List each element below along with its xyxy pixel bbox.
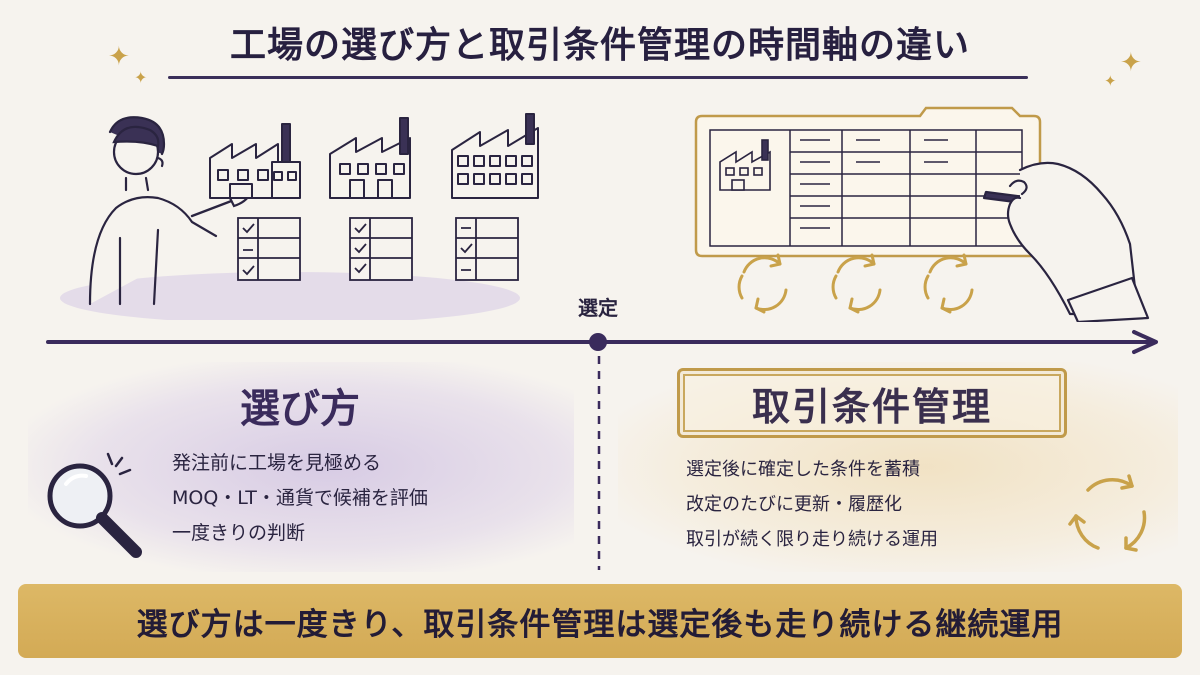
page-title: 工場の選び方と取引条件管理の時間軸の違い: [229, 25, 970, 66]
list-item: 一度きりの判断: [172, 522, 306, 544]
selection-points: 発注前に工場を見極める MOQ・LT・通貨で候補を評価 一度きりの判断: [172, 446, 428, 551]
terms-heading: 取引条件管理: [751, 384, 992, 429]
terms-heading-frame: 取引条件管理: [677, 368, 1067, 438]
spreadsheet-document-icon: [694, 106, 1042, 258]
cycle-arrows-icon: [831, 253, 882, 314]
phase-divider: [597, 356, 601, 570]
factory-icon: [451, 113, 539, 199]
sparkle-icon: ✦: [1120, 48, 1142, 78]
factory-icon: [329, 117, 411, 199]
milestone-label: 選定: [578, 296, 618, 320]
summary-text: 選び方は一度きり、取引条件管理は選定後も走り続ける継続運用: [136, 606, 1064, 643]
summary-banner: 選び方は一度きり、取引条件管理は選定後も走り続ける継続運用: [18, 584, 1182, 658]
list-item: 改定のたびに更新・履歴化: [686, 494, 902, 515]
sparkle-icon: ✦: [108, 42, 130, 72]
factory-selection-illustration: [60, 113, 539, 320]
person-pointing-icon: [88, 116, 266, 306]
hand-writing-pen-icon: [982, 161, 1150, 322]
list-item: 発注前に工場を見極める: [172, 452, 382, 474]
checklist-icon: [349, 217, 413, 281]
list-item: MOQ・LT・通貨で候補を評価: [172, 487, 428, 509]
checklist-icon: [455, 217, 519, 281]
cycle-arrows-icon: [1068, 474, 1147, 552]
cycle-arrows-icon: [923, 253, 974, 314]
timeline-axis: [46, 330, 1158, 354]
checklist-icon: [237, 217, 301, 281]
cycle-arrows-icon: [737, 253, 788, 314]
sparkle-icon: ✦: [134, 68, 148, 87]
terms-points: 選定後に確定した条件を蓄積 改定のたびに更新・履歴化 取引が続く限り走り続ける運…: [686, 452, 938, 557]
milestone-dot: [589, 333, 607, 351]
list-item: 選定後に確定した条件を蓄積: [686, 459, 920, 480]
sparkle-icon: ✦: [1104, 72, 1117, 90]
selection-heading: 選び方: [240, 386, 360, 432]
title-underline: [168, 76, 1028, 79]
factory-icon: [719, 139, 771, 191]
factory-icon: [209, 123, 301, 199]
terms-management-illustration: [694, 106, 1150, 322]
magnifying-glass-icon: [47, 452, 142, 558]
list-item: 取引が続く限り走り続ける運用: [686, 529, 938, 550]
